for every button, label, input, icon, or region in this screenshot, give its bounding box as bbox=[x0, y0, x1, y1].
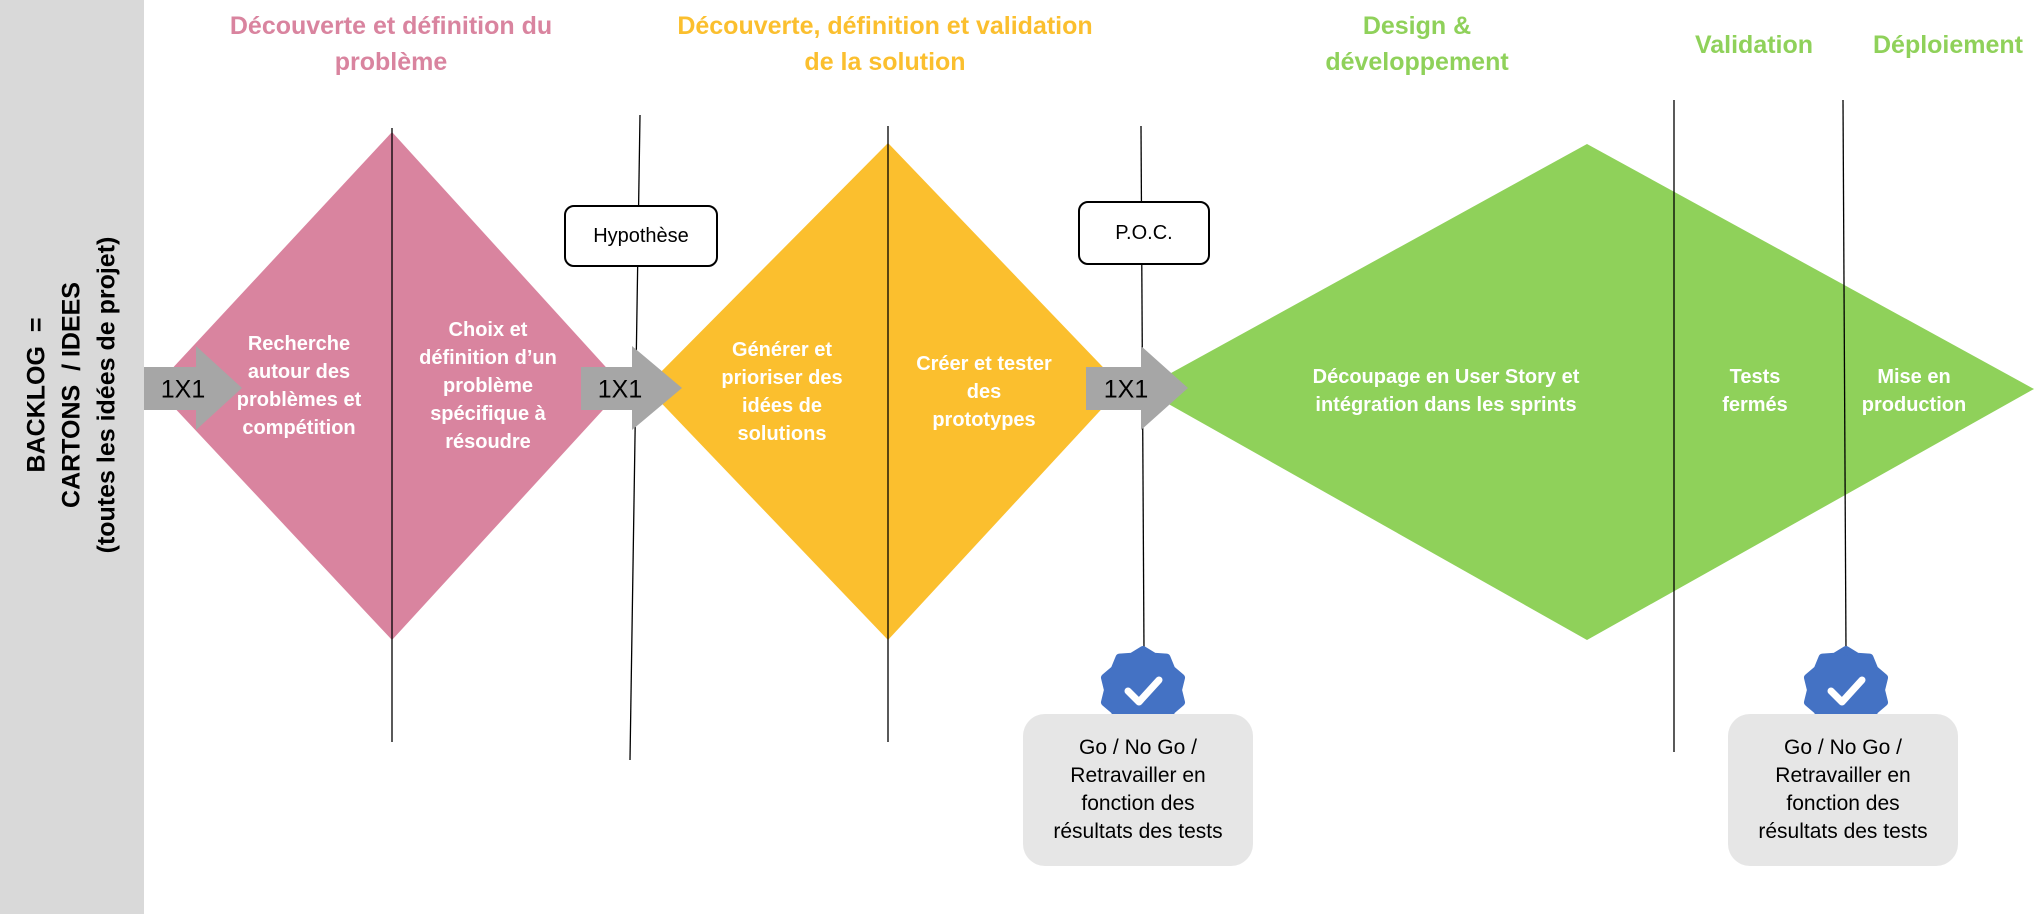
problem-choice-text: Choix et définition d’un problème spécif… bbox=[419, 319, 557, 453]
hypothesis-box: Hypothèse bbox=[564, 205, 718, 267]
phase-title-design: Design & développement bbox=[1325, 12, 1509, 76]
problem-research-text: Recherche autour des problèmes et compét… bbox=[236, 333, 362, 439]
arrow-label-1: 1X1 bbox=[160, 375, 206, 404]
divider-line-deploy bbox=[1842, 99, 1847, 653]
phase-title-deploy: Déploiement bbox=[1872, 31, 2024, 59]
build-deploy-text: Mise en production bbox=[1861, 366, 1967, 416]
solution-diamond bbox=[646, 143, 1122, 640]
arrow-1x1-2 bbox=[581, 346, 682, 430]
check-badge-icon bbox=[1100, 646, 1186, 734]
arrow-1x1-3 bbox=[1086, 346, 1188, 430]
backlog-sidebar: BACKLOG = CARTONS / IDEES (toutes les id… bbox=[0, 0, 144, 914]
build-diamond bbox=[1142, 144, 2034, 640]
phase-title-solution: Découverte, définition et validation de … bbox=[677, 12, 1093, 76]
arrow-label-2: 1X1 bbox=[597, 375, 643, 404]
phase-title-validation: Validation bbox=[1694, 31, 1814, 59]
phase-title-problem: Découverte et définition du problème bbox=[229, 12, 553, 76]
problem-diamond bbox=[155, 132, 624, 640]
build-tests-text: Tests fermés bbox=[1722, 366, 1788, 416]
solution-ideas-text: Générer et prioriser des idées de soluti… bbox=[721, 339, 843, 445]
decision-box-poc: Go / No Go / Retravailler en fonction de… bbox=[1023, 714, 1253, 866]
decision-box-validation: Go / No Go / Retravailler en fonction de… bbox=[1728, 714, 1958, 866]
arrow-1x1-1 bbox=[144, 346, 242, 430]
solution-prototypes-text: Créer et tester des prototypes bbox=[916, 353, 1052, 431]
arrow-label-3: 1X1 bbox=[1103, 375, 1149, 404]
build-user-story-text: Découpage en User Story et intégration d… bbox=[1312, 366, 1580, 416]
poc-box: P.O.C. bbox=[1078, 201, 1210, 265]
